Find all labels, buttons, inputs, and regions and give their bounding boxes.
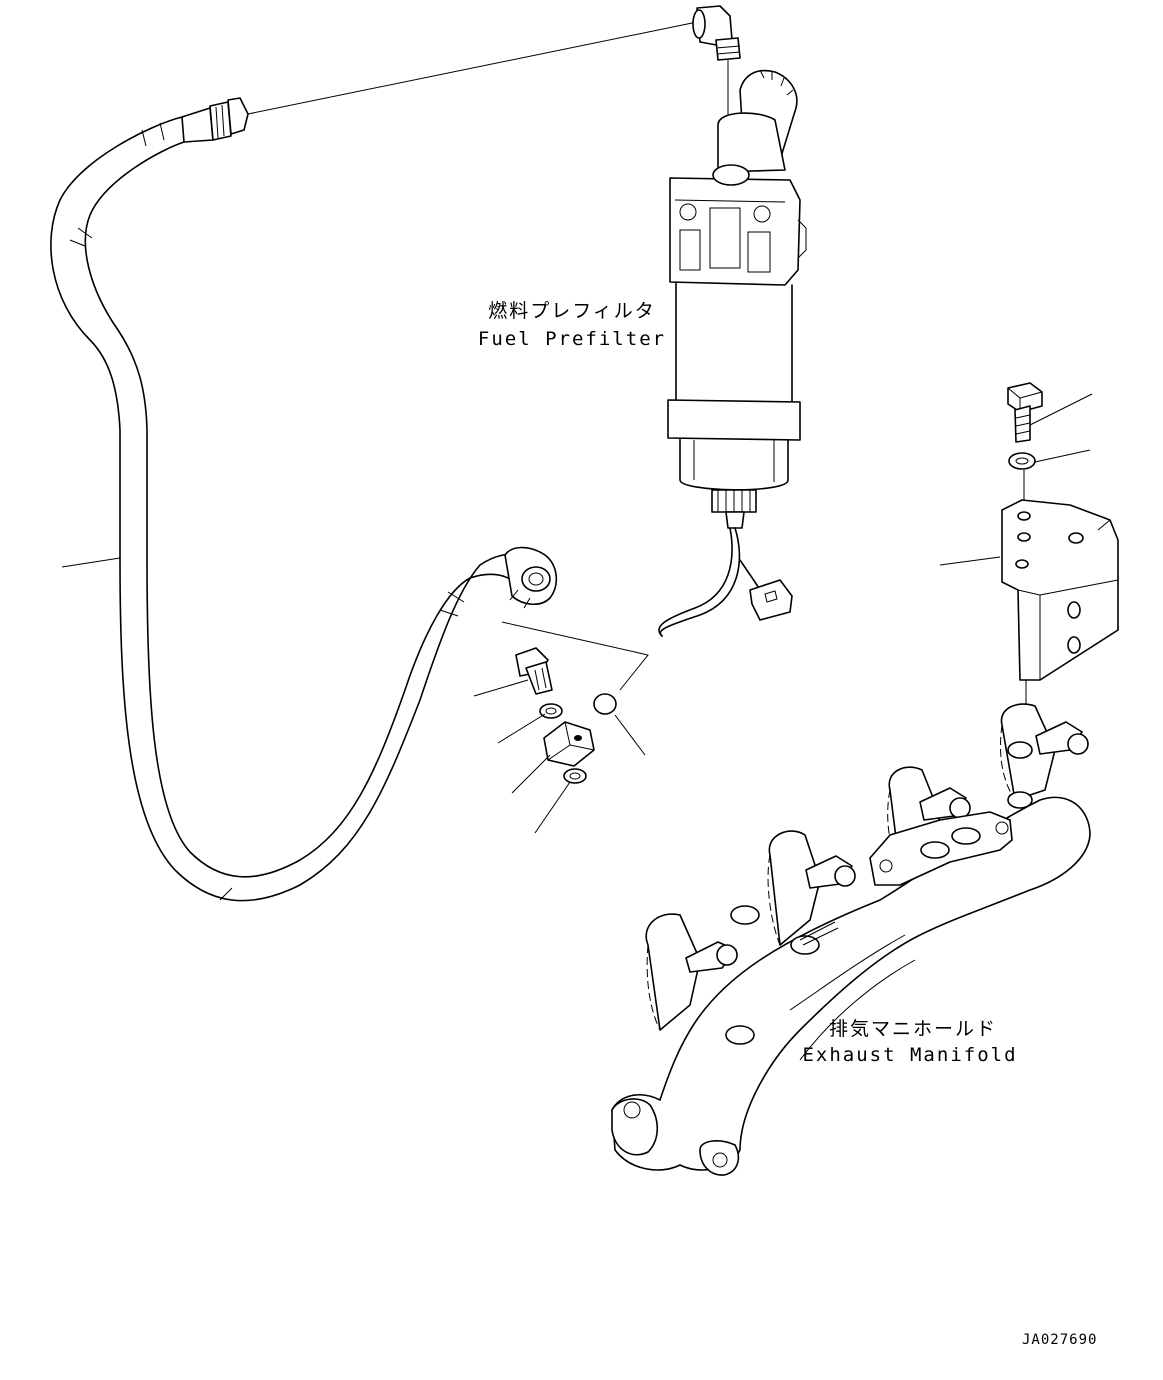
leader-hose-to-elbow xyxy=(247,21,698,115)
bracket-bolt xyxy=(1007,382,1043,443)
washer-lower xyxy=(563,768,587,784)
exhaust-manifold-label-jp: 排気マニホールド xyxy=(828,1018,997,1040)
banjo-bolt xyxy=(515,647,553,695)
elbow-fitting xyxy=(692,5,741,61)
callout-lines xyxy=(61,393,1093,834)
bracket-washer xyxy=(1008,452,1036,470)
exhaust-manifold-label-en: Exhaust Manifold xyxy=(802,1044,1018,1066)
drawing-code: JA027690 xyxy=(1022,1332,1098,1348)
leader-group xyxy=(501,621,649,691)
fuel-hose xyxy=(50,97,558,902)
cap xyxy=(593,693,617,715)
washer-upper xyxy=(539,703,563,719)
fuel-prefilter xyxy=(658,69,807,637)
bracket xyxy=(1001,499,1119,681)
fuel-prefilter-label-jp: 燃料プレフィルタ xyxy=(488,300,656,322)
fuel-prefilter-label-en: Fuel Prefilter xyxy=(477,328,667,350)
exhaust-manifold xyxy=(611,703,1091,1176)
banjo-joint xyxy=(543,721,595,767)
